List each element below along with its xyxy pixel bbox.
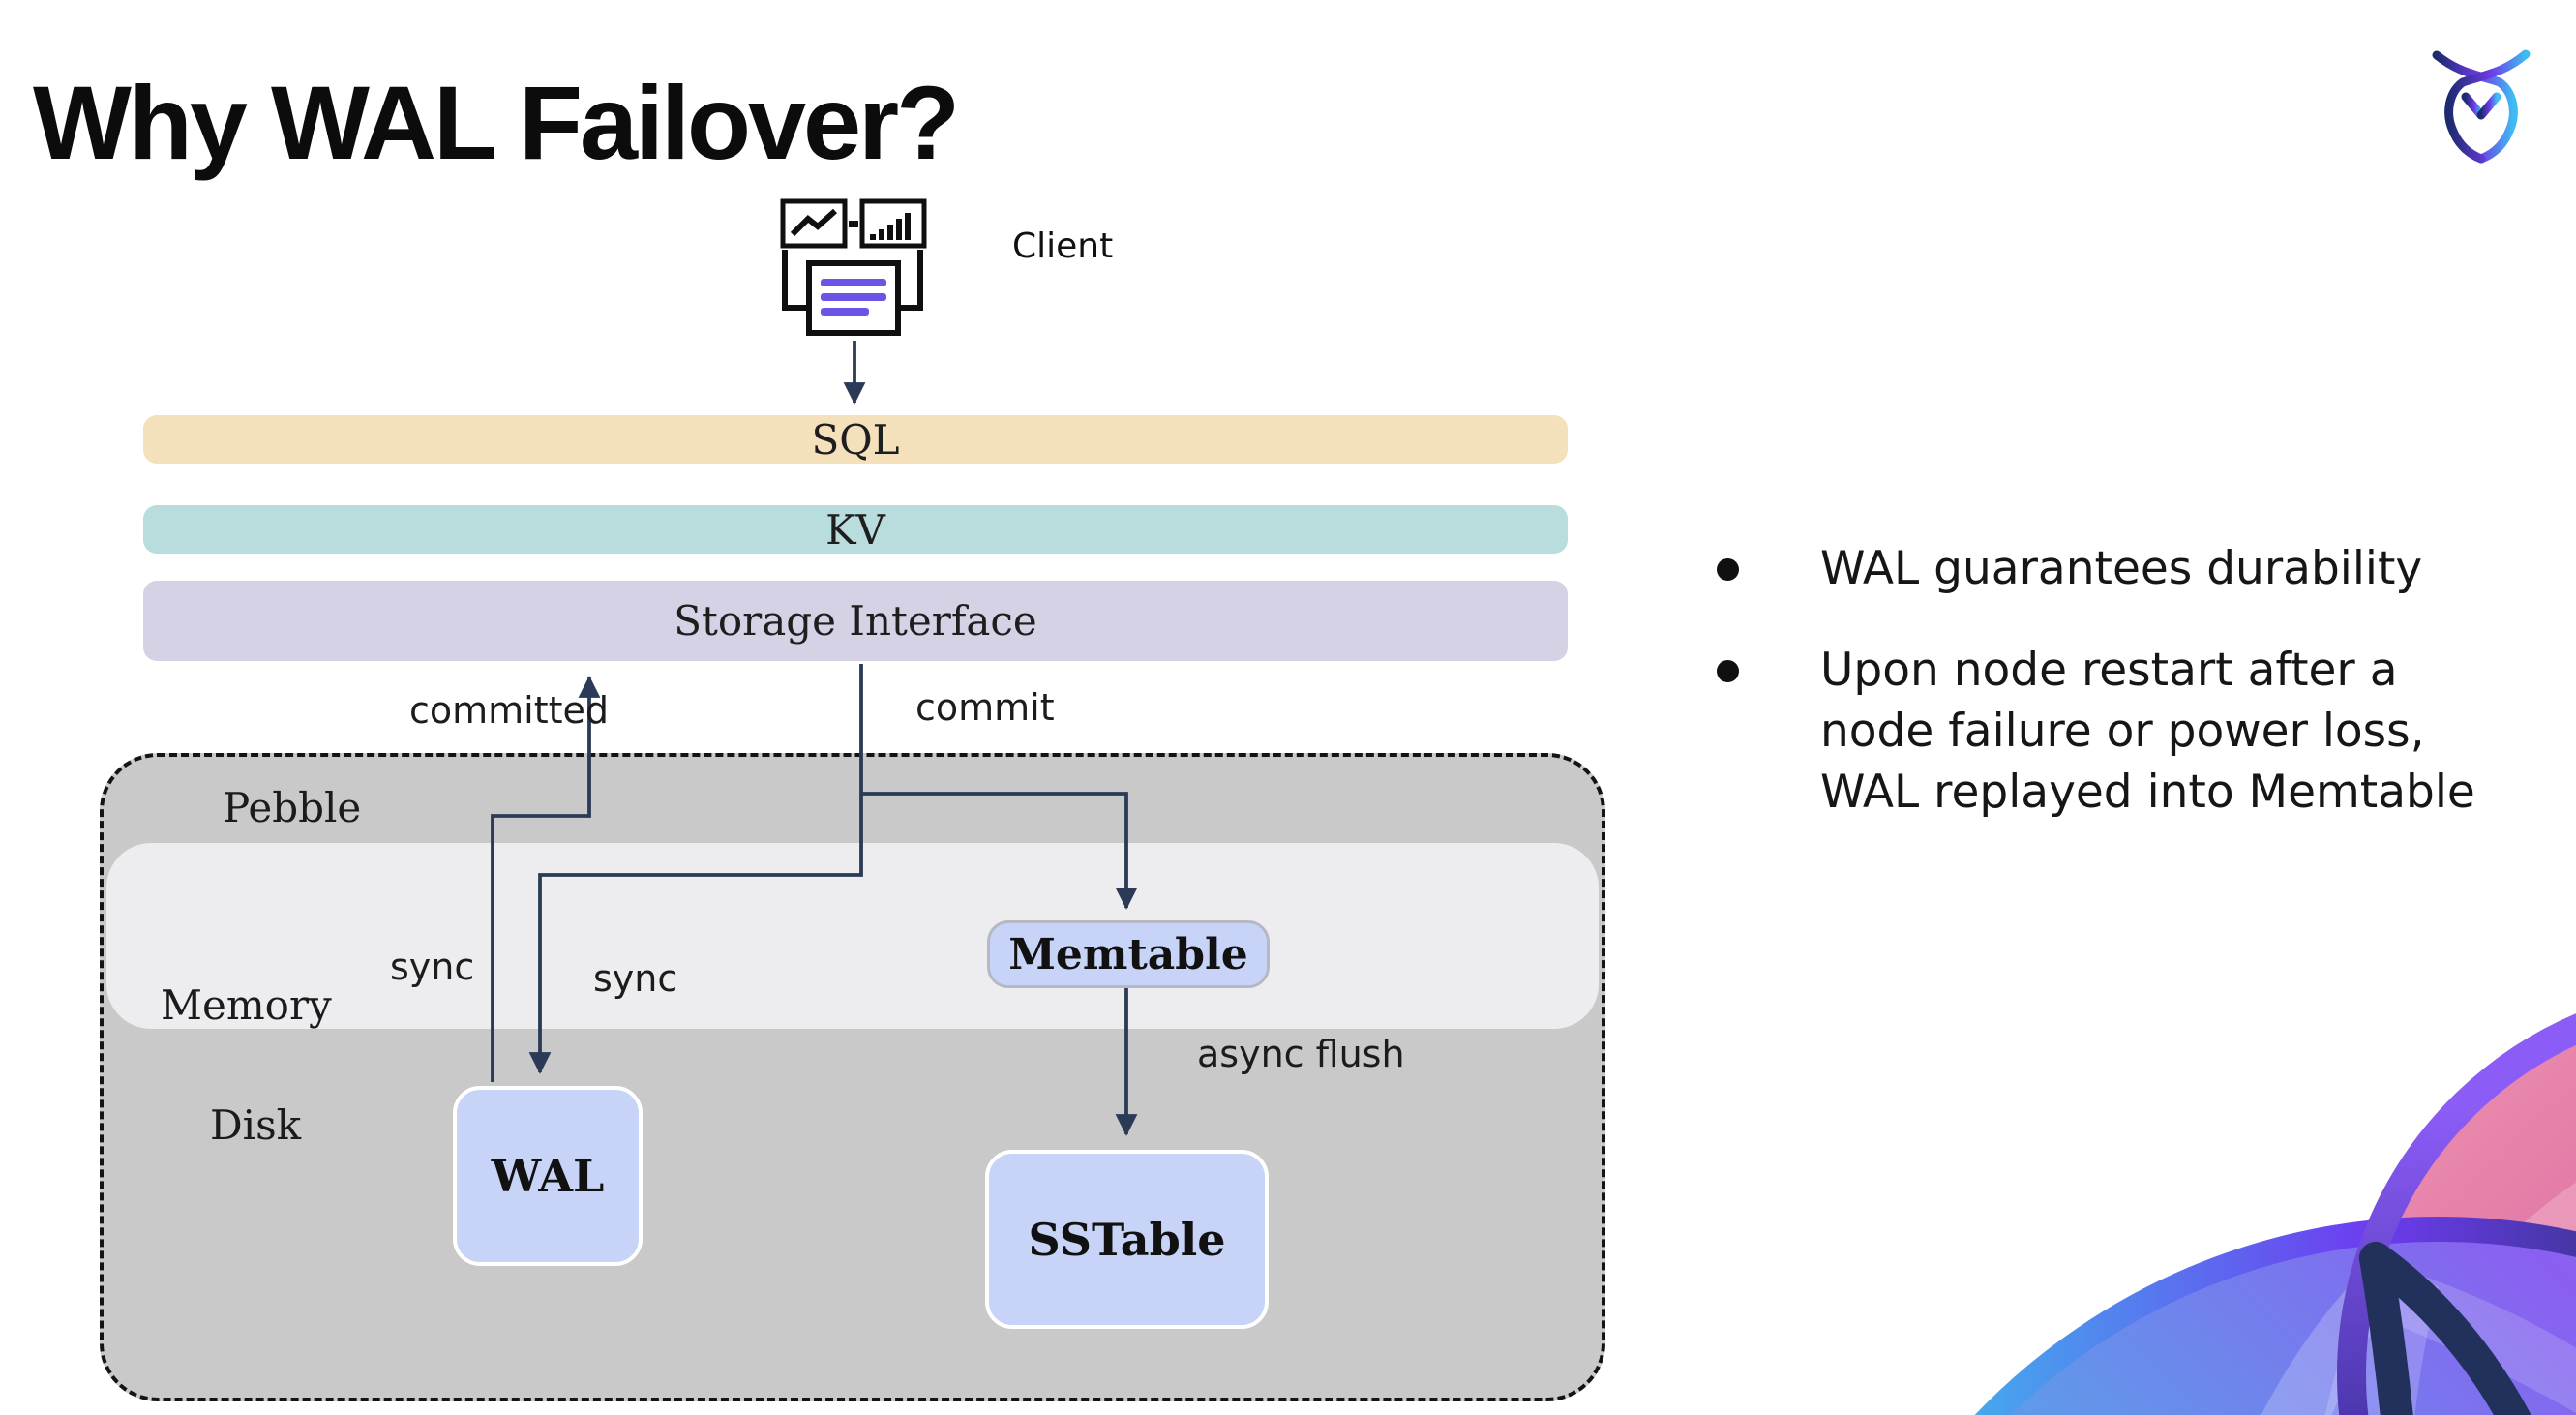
brand-art-decoration bbox=[1974, 1013, 2576, 1415]
node-wal: WAL bbox=[453, 1086, 643, 1266]
cockroachdb-logo-icon bbox=[2432, 49, 2531, 164]
layer-label-sql: SQL bbox=[811, 415, 900, 464]
edge-label-sync-right: sync bbox=[593, 957, 678, 1000]
edge-label-async-flush: async flush bbox=[1197, 1033, 1405, 1075]
page-title: Why WAL Failover? bbox=[33, 64, 960, 181]
bullet-text: WAL guarantees durability bbox=[1820, 542, 2423, 595]
client-label: Client bbox=[1012, 226, 1114, 266]
client-apps-icon bbox=[780, 198, 927, 336]
node-memtable-label: Memtable bbox=[1008, 929, 1248, 979]
layer-bar-storage-interface: Storage Interface bbox=[143, 581, 1568, 661]
pebble-label: Pebble bbox=[223, 784, 362, 831]
layer-bar-sql: SQL bbox=[143, 415, 1568, 464]
memory-zone-label: Memory bbox=[161, 981, 332, 1029]
node-sstable-label: SSTable bbox=[1028, 1213, 1226, 1266]
list-item: Upon node restart after a node failure o… bbox=[1717, 640, 2520, 823]
layer-bar-kv: KV bbox=[143, 505, 1568, 554]
disk-zone-label: Disk bbox=[210, 1101, 302, 1149]
bullet-dot-icon bbox=[1717, 660, 1739, 682]
node-memtable: Memtable bbox=[987, 920, 1270, 988]
bullet-dot-icon bbox=[1717, 558, 1739, 581]
layer-label-kv: KV bbox=[825, 505, 885, 554]
edge-label-commit: commit bbox=[915, 686, 1055, 729]
edge-label-sync-left: sync bbox=[390, 946, 475, 988]
node-sstable: SSTable bbox=[985, 1150, 1269, 1329]
edge-label-committed: committed bbox=[409, 689, 610, 732]
dash-connector bbox=[849, 221, 858, 227]
bullet-list: WAL guarantees durability Upon node rest… bbox=[1717, 538, 2520, 823]
layer-label-storage-interface: Storage Interface bbox=[674, 597, 1037, 645]
bullet-text: Upon node restart after a node failure o… bbox=[1820, 644, 2475, 819]
node-wal-label: WAL bbox=[491, 1150, 605, 1202]
list-item: WAL guarantees durability bbox=[1717, 538, 2520, 599]
